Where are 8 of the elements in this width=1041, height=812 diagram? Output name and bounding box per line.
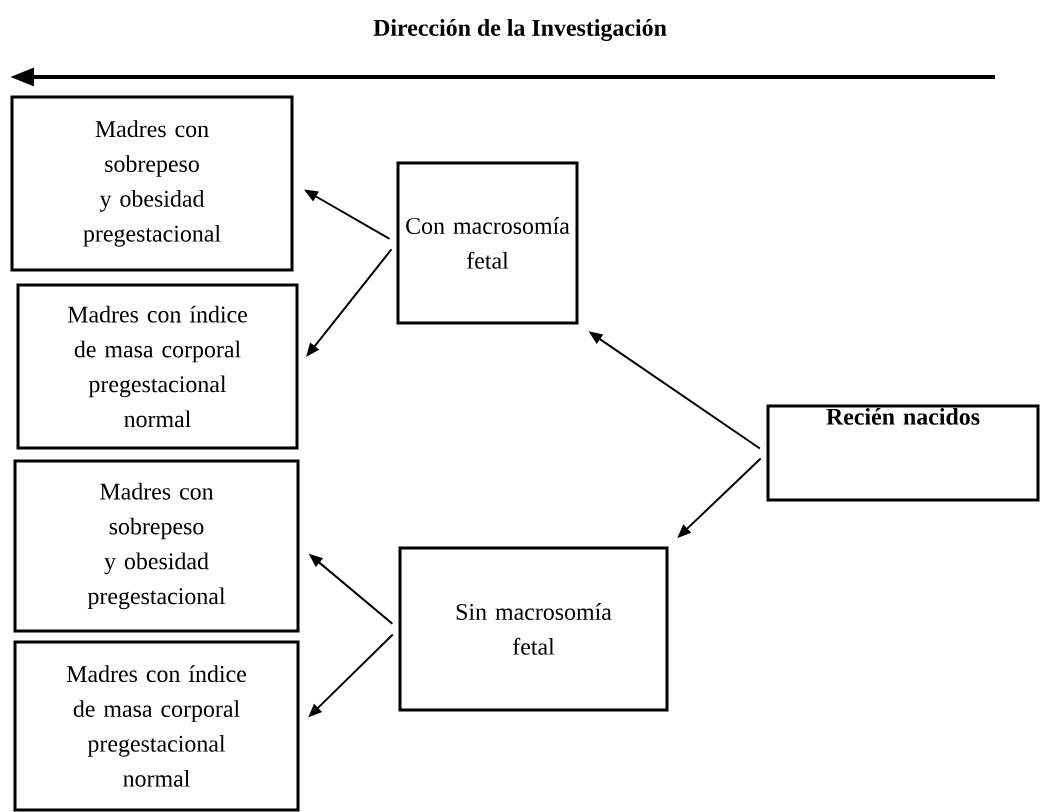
- box: Madres con índice de masa corporal pregestacional normal: [16, 283, 299, 450]
- box: Madres con sobrepeso y obesidad pregestacional: [13, 459, 300, 633]
- box: Sin macrosomía fetal: [398, 546, 669, 712]
- title: Dirección de la Investigación: [373, 19, 667, 41]
- box: Recién nacidos: [766, 404, 1040, 502]
- box: Madres con índice de masa corporal pregestacional normal: [13, 640, 300, 812]
- box: Madres con sobrepeso y obesidad pregestacional: [10, 95, 294, 272]
- box: Con macrosomía fetal: [396, 161, 579, 325]
